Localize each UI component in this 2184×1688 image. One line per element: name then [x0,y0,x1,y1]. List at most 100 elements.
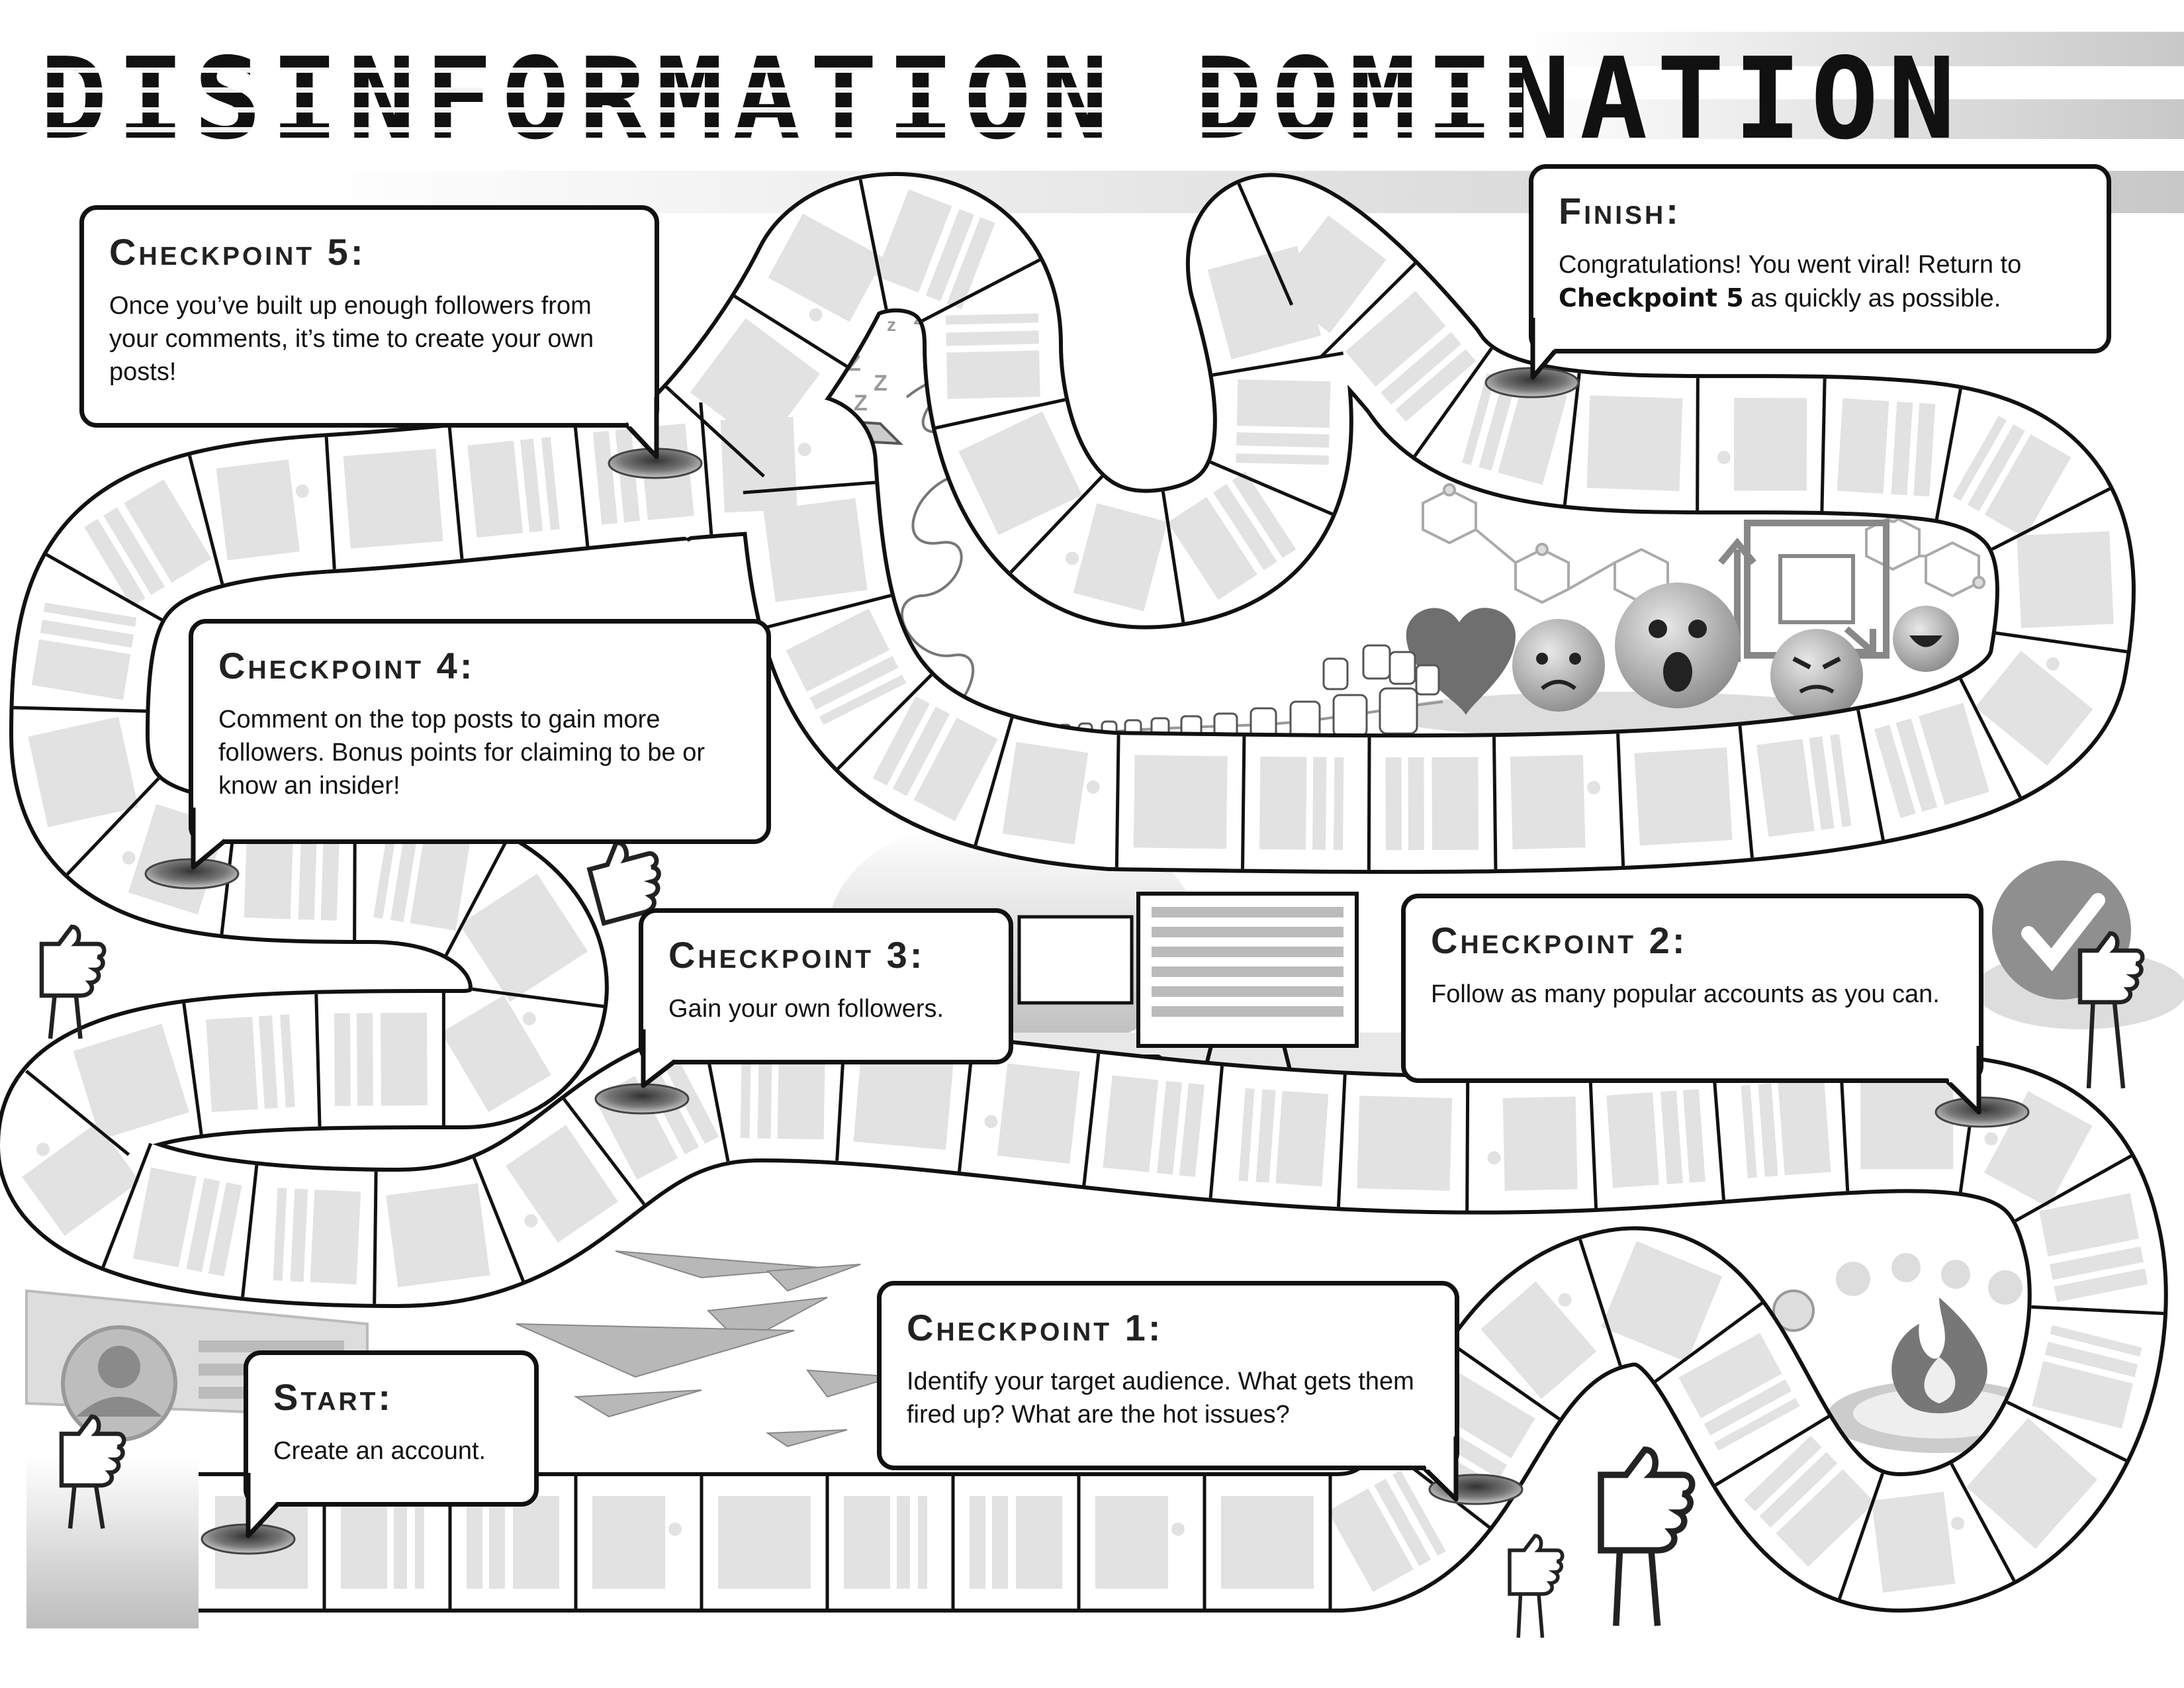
space-divider [743,481,876,494]
checkpoint-hole [1428,1474,1524,1505]
board-space [2017,531,2114,628]
checkpoint-hole [1934,1096,2030,1128]
finish-text-start: Congratulations! You went viral! Return … [1559,251,2022,279]
space-divider [2006,1400,2127,1462]
sleep-letter: Z [854,391,868,416]
space-divider [858,179,888,310]
checkpoint-5-text: Once you’ve built up enough followers fr… [109,292,594,386]
checkpoint-4-title: Checkpoint 4: [218,645,475,686]
space-divider [444,837,510,957]
board-space [334,1012,428,1106]
board-space [244,825,340,921]
board-space [216,459,309,561]
board-space [1860,1076,1954,1170]
board-space [459,873,588,1002]
board-space [1952,416,2071,538]
thumbs-up-icon [1508,1534,1565,1638]
board-space [1236,379,1331,465]
space-divider [182,1003,203,1135]
board-space [1741,1079,1831,1178]
space-divider [1449,1342,1561,1421]
space-divider [1714,1415,1830,1487]
thumbs-up-icon [59,1414,126,1529]
board-space [718,1496,811,1589]
board-space [872,696,998,821]
start-text: Create an account. [273,1437,486,1465]
board-space [373,825,471,931]
checkpoint-1-text: Identify your target audience. What gets… [907,1368,1414,1429]
board-space [1103,1075,1205,1177]
space-divider [472,987,604,1008]
checkpoint-5-bubble: Checkpoint 5: Once you’ve built up enoug… [79,205,659,428]
checkpoint-hole [594,1083,690,1115]
board-space [1221,1496,1314,1589]
space-divider [572,414,590,547]
board-space [1487,1096,1578,1191]
space-divider [1492,737,1498,870]
board-space [341,1496,424,1589]
board-space [84,479,212,607]
space-divider [2031,1305,2164,1315]
sleep-letter: z [887,314,896,335]
topic-icons [1772,1253,2023,1332]
board-space [690,318,820,448]
space-divider [665,385,765,478]
board-space [844,1496,927,1589]
space-divider [1161,491,1185,623]
space-divider [1959,678,2022,798]
board-space [2032,1325,2142,1429]
board-space [1357,1096,1453,1191]
space-divider [188,455,224,585]
board-space [786,608,907,726]
finish-text: Congratulations! You went viral! Return … [1559,248,2081,315]
board-space [1586,395,1683,491]
space-divider [1336,1074,1347,1207]
space-divider [1320,262,1416,358]
thumbs-up-icon [2077,931,2145,1089]
board-space [1744,1435,1875,1567]
space-divider [699,402,713,535]
space-divider [1578,1239,1622,1366]
board-space [31,602,137,700]
space-divider [762,594,891,630]
board-space [386,1183,490,1288]
checkpoint-3-bubble: Checkpoint 3: Gain your own followers. [639,908,1013,1064]
paper-planes [516,1250,894,1448]
space-divider [1563,373,1581,505]
board-space [1678,1333,1800,1451]
space-divider [974,717,1014,846]
start-title: Start: [273,1376,394,1418]
board-space [1207,246,1322,359]
board-space [740,1045,825,1140]
board-space [875,189,995,310]
track-dividers [13,179,2164,1609]
board-space [763,498,868,602]
space-divider [447,427,464,559]
board-space [206,1014,295,1113]
board-space [1133,755,1228,849]
board-space [2039,1193,2148,1302]
board-space [1385,757,1479,851]
game-title: DISINFORMATION DOMINATION [40,34,1965,165]
board-space [1984,1091,2093,1207]
space-divider [25,1069,130,1156]
checkpoint-1-bubble: Checkpoint 1: Identify your target audie… [877,1281,1459,1470]
board-space [1601,1241,1723,1362]
space-divider [935,398,1066,430]
space-divider [1465,1078,1470,1211]
board-space [984,1063,1080,1164]
space-divider [1082,1053,1101,1186]
board-space [467,1496,559,1589]
board-space [1510,755,1601,850]
space-divider [1711,1068,1725,1200]
space-divider [1237,183,1294,306]
board-space [1167,471,1297,600]
space-divider [1838,1473,1884,1599]
checkpoint-4-bubble: Checkpoint 4: Comment on the top posts t… [189,619,771,844]
board-space [1717,398,1807,491]
space-divider [1991,487,2111,551]
track-squares [22,189,2148,1593]
board-space [1837,398,1936,497]
space-divider [1208,1066,1224,1199]
board-space [768,213,885,322]
